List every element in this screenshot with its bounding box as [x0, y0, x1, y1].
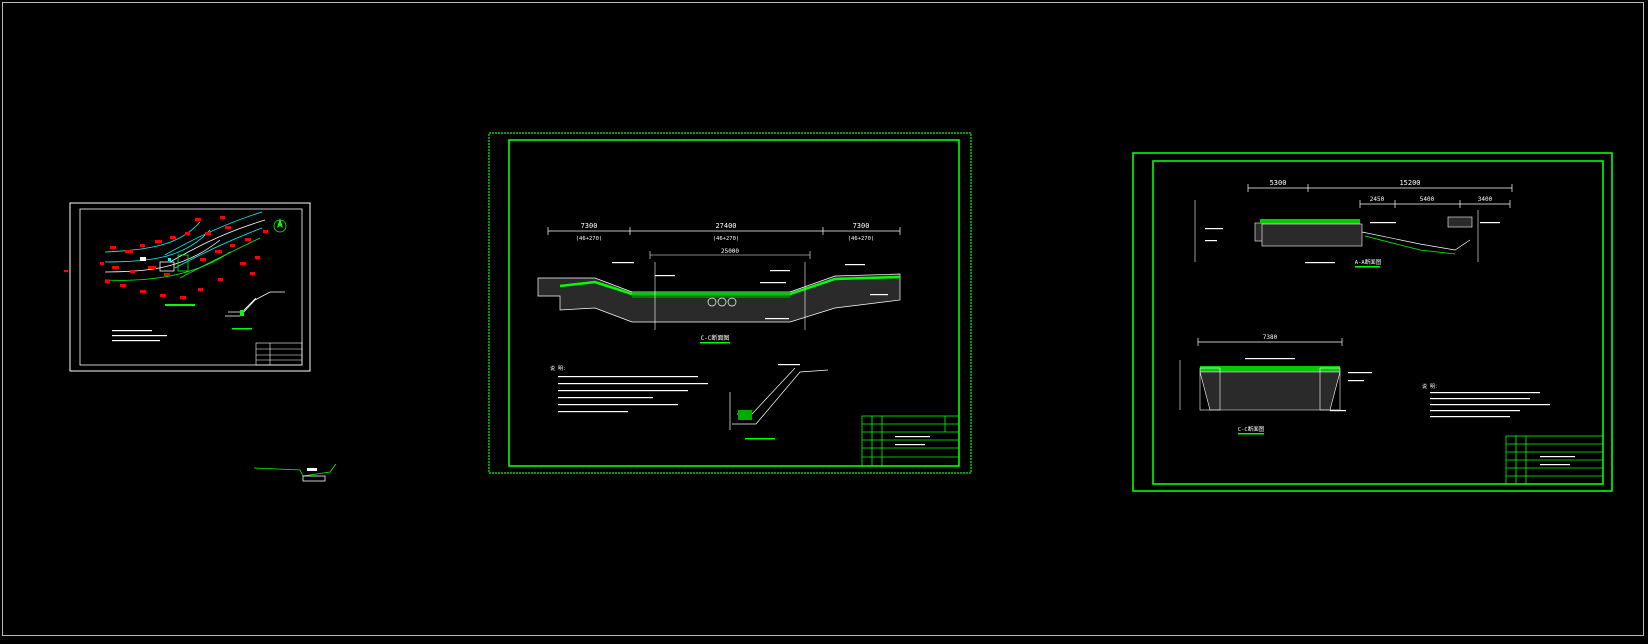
cc-dim-right-sub: (46+270): [848, 236, 875, 242]
drawing-sheet-site-plan[interactable]: [64, 202, 311, 372]
site-plan-title-block: [255, 342, 303, 366]
cc-title-block: [861, 415, 960, 467]
cc-section-title-bar: [700, 342, 730, 344]
site-plan-notes: [112, 330, 167, 342]
aa-dimension-lines: [1247, 184, 1513, 208]
site-plan-red-annotations: [64, 216, 268, 299]
cc-ground-profile: [537, 262, 901, 330]
aa-title-block: [1505, 435, 1604, 485]
aa-dim-mid-1: 2450: [1370, 196, 1385, 203]
aa-section-profile: [1194, 200, 1500, 264]
cc-dim-left-sub: (46+270): [576, 236, 603, 242]
aa-section-title-bar: [1355, 266, 1380, 268]
cc-dimension-line: [547, 227, 901, 235]
cc2-section-title: C-C断面图: [1238, 425, 1265, 433]
aa-dim-mid-3: 3400: [1478, 196, 1493, 203]
site-plan-caption-bar: [165, 304, 195, 306]
cc-dim-left: 7300: [581, 222, 598, 230]
cc-dim-center: 27400: [715, 222, 736, 230]
aa-notes: [1430, 392, 1550, 418]
cc-dim-right: 7300: [853, 222, 870, 230]
cc-notes-header: 说 明：: [550, 365, 568, 372]
site-plan-structures: [140, 254, 189, 272]
aa-dim-right: 15200: [1399, 179, 1420, 187]
aa-section-title: A-A断面图: [1355, 258, 1382, 266]
cc-inner-dimension: [649, 251, 811, 259]
cc-dim-center-sub: (46+270): [713, 236, 740, 242]
drawing-sheet-cc-section[interactable]: 7300 27400 7300 (46+270) (46+270) (46+27…: [488, 132, 972, 474]
stray-detail-sketch[interactable]: [253, 463, 337, 482]
aa-dim-mid-2: 5400: [1420, 196, 1435, 203]
aa-dim-left: 5300: [1270, 179, 1287, 187]
site-plan-road-lines: [104, 211, 266, 281]
cc2-section-profile: [1179, 358, 1372, 412]
site-plan-detail: [225, 291, 285, 330]
cc2-dimension-line: [1197, 338, 1343, 346]
north-arrow-icon: [273, 218, 287, 233]
cc-dim-inner: 25000: [721, 248, 739, 255]
aa-notes-header: 说 明：: [1422, 383, 1440, 390]
cc-callouts: [612, 262, 888, 320]
drawing-sheet-aa-section[interactable]: 5300 15200 2450 5400 3400 A-A断面图: [1132, 152, 1613, 492]
cc-section-title: C-C断面图: [701, 334, 730, 342]
cc2-section-title-bar: [1238, 433, 1264, 435]
cc-notes: [558, 376, 708, 413]
cc2-dim: 7380: [1263, 334, 1278, 341]
cc-slope-detail: [729, 364, 829, 440]
